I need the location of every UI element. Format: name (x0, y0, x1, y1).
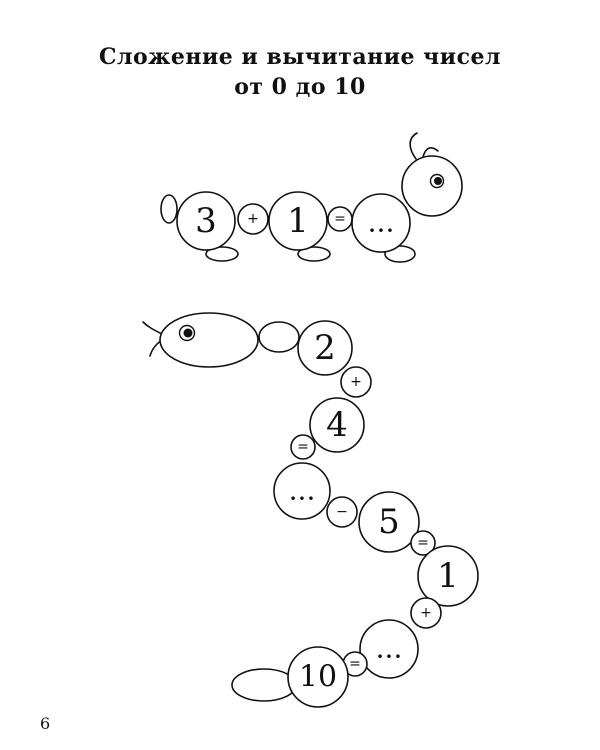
caterpillar-number: 3 (195, 201, 217, 241)
caterpillar-number: 1 (287, 201, 309, 241)
caterpillar-figure: 3 + 1 = ... (160, 132, 463, 263)
answer-blank: ... (289, 474, 316, 507)
plus-sign: + (247, 211, 259, 227)
snake-equals-circle (410, 530, 436, 556)
snake-number: 10 (299, 660, 337, 695)
page-subtitle: от 0 до 10 (234, 74, 366, 100)
snake-tail (231, 668, 297, 702)
equals-sign: = (417, 535, 429, 551)
caterpillar-operator-circle (237, 203, 269, 235)
snake-neck (258, 321, 300, 353)
answer-blank: ... (368, 206, 395, 239)
caterpillar-segment (176, 191, 236, 251)
snake-segment (309, 397, 365, 453)
plus-sign: + (350, 374, 362, 390)
snake-number: 4 (326, 405, 348, 445)
caterpillar-foot (297, 246, 331, 262)
plus-sign: + (420, 605, 432, 621)
caterpillar-equals-circle (327, 206, 353, 232)
equals-sign: = (297, 439, 309, 455)
caterpillar-segment (268, 191, 328, 251)
snake-number: 5 (378, 502, 400, 542)
snake-pupil (183, 328, 193, 338)
snake-tongue (142, 321, 163, 357)
page-number: 6 (40, 714, 51, 733)
answer-blank: ... (376, 632, 403, 665)
equals-sign: = (334, 211, 346, 227)
snake-segment (297, 320, 353, 376)
snake-answer-segment (273, 462, 331, 520)
caterpillar-foot (205, 246, 239, 262)
snake-equals-circle (290, 434, 316, 460)
snake-operator-circle (326, 496, 358, 528)
snake-figure: 2 + 4 = ... − 5 = 1 + ... = 10 (142, 312, 479, 708)
minus-sign: − (336, 504, 348, 520)
caterpillar-tail (160, 194, 178, 224)
snake-operator-circle (410, 597, 442, 629)
snake-segment (287, 646, 349, 708)
snake-segment (417, 545, 479, 607)
snake-number: 2 (314, 328, 336, 368)
snake-answer-segment (359, 619, 419, 679)
snake-operator-circle (340, 366, 372, 398)
snake-head (159, 312, 259, 368)
page-title: Сложение и вычитание чисел (98, 44, 501, 70)
equals-sign: = (349, 656, 361, 672)
caterpillar-pupil (434, 177, 442, 185)
caterpillar-antenna (409, 132, 439, 160)
snake-segment (358, 491, 420, 553)
snake-number: 1 (437, 556, 459, 596)
